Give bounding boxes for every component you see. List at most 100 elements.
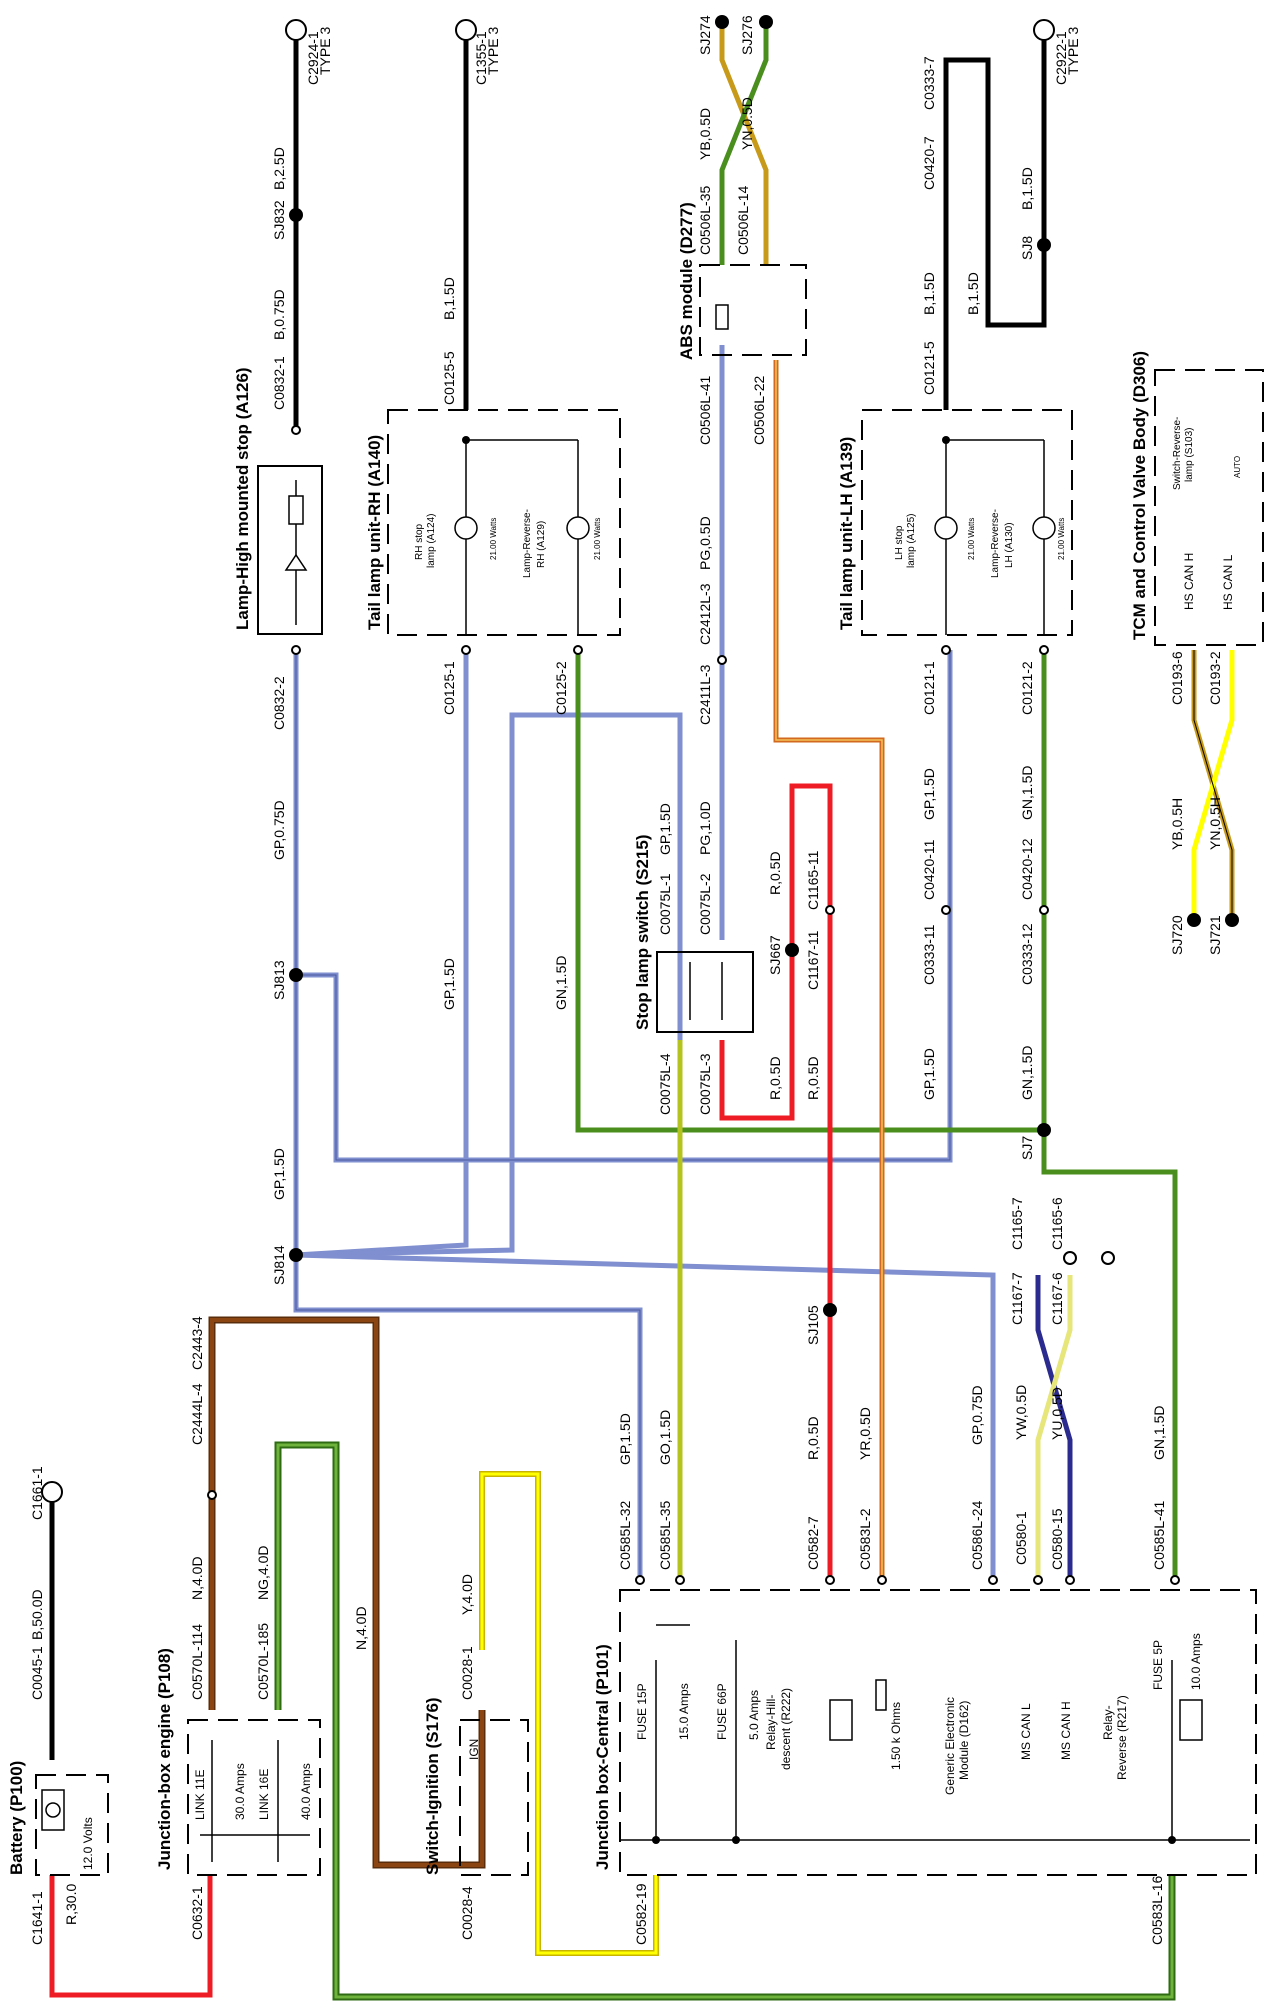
lbl-sj7: SJ7 [1019, 1136, 1035, 1160]
lbl-c0582-7: C0582-7 [805, 1516, 821, 1570]
lbl-sj274: SJ274 [697, 15, 713, 55]
sj814-dot [289, 1248, 303, 1262]
lbl-c1661-1: C1661-1 [29, 1466, 45, 1520]
lbl-c0506l-14: C0506L-14 [735, 186, 751, 255]
lbl-type3-a: TYPE 3 [317, 27, 333, 75]
lbl-sj276: SJ276 [739, 15, 755, 55]
lbl-gn15-d: GN,1.5D [1019, 1046, 1035, 1100]
lbl-pg05: PG,0.5D [697, 516, 713, 570]
lbl-c0075l-1: C0075L-1 [657, 873, 673, 935]
lbl-c0125-1: C0125-1 [441, 661, 457, 715]
lbl-r05-c: R,0.5D [767, 851, 783, 895]
lbl-c2411l-3: C2411L-3 [697, 664, 713, 725]
lbl-c2412l-3: C2412L-3 [697, 583, 713, 645]
sj832-dot [289, 208, 303, 222]
c1355-terminal [455, 19, 477, 41]
lbl-type3-b: TYPE 3 [485, 27, 501, 75]
lbl-gp15-e: GP,1.5D [921, 768, 937, 820]
lbl-b075: B,0.75D [271, 289, 287, 340]
lbl-c0333-7: C0333-7 [921, 56, 937, 110]
fuse-15p: FUSE 15P [635, 1683, 649, 1740]
lbl-c0045-1: C0045-1 [29, 1646, 45, 1700]
lamp-hms-title: Lamp-High mounted stop (A126) [233, 367, 252, 630]
sj721-dot [1225, 913, 1239, 927]
lbl-go15: GO,1.5D [657, 1410, 673, 1465]
lbl-c0125-5: C0125-5 [441, 351, 457, 405]
tcm-title: TCM and Control Valve Body (D306) [1130, 351, 1149, 640]
lh-stop-2: lamp (A125) [906, 514, 917, 568]
battery-box [35, 1774, 109, 1876]
lbl-c0075l-3: C0075L-3 [697, 1053, 713, 1115]
lbl-n4-2: N,4.0D [353, 1606, 369, 1650]
jb-engine-title: Junction-box engine (P108) [155, 1648, 174, 1870]
lbl-yn05: YN,0.5D [739, 97, 755, 150]
link-16e: LINK 16E [257, 1769, 271, 1820]
lbl-c0580-15: C0580-15 [1049, 1508, 1065, 1570]
lbl-r05-a: R,0.5D [805, 1416, 821, 1460]
c1661-terminal [41, 1481, 63, 1503]
rh-stop-2: lamp (A124) [426, 514, 437, 568]
c2924-terminal [285, 19, 307, 41]
lbl-r05-d: R,0.5D [805, 1056, 821, 1100]
lbl-c0583l-16: C0583L-16 [1149, 1876, 1165, 1945]
lbl-sj814: SJ814 [271, 1245, 287, 1285]
lbl-sj8: SJ8 [1019, 236, 1035, 260]
lbl-yw05: YW,0.5D [1013, 1385, 1029, 1440]
rh-stop-1: RH stop [414, 523, 425, 560]
lbl-c0333-12: C0333-12 [1019, 923, 1035, 985]
tail-lh-box [861, 409, 1073, 636]
lbl-gp15-f: GP,1.5D [921, 1048, 937, 1100]
lbl-gn15-a: GN,1.5D [1151, 1406, 1167, 1460]
lbl-c0506l-22: C0506L-22 [751, 376, 767, 445]
rh-rev-watts: 21.00 Watts [593, 518, 602, 560]
battery-title: Battery (P100) [7, 1761, 26, 1875]
relay-rev-1: Relay- [1101, 1705, 1115, 1740]
tail-rh-title: Tail lamp unit-RH (A140) [365, 435, 384, 630]
lbl-gp075-b: GP,0.75D [969, 1385, 985, 1445]
lbl-c0580-1: C0580-1 [1013, 1511, 1029, 1565]
stop-switch-box [656, 951, 754, 1033]
lbl-b50: B,50.0D [29, 1589, 45, 1640]
lbl-c0028-1: C0028-1 [459, 1646, 475, 1700]
c2922-terminal [1033, 19, 1055, 41]
lbl-gp15-a: GP,1.5D [617, 1413, 633, 1465]
lbl-sj720: SJ720 [1169, 915, 1185, 955]
lbl-gp15-b: GP,1.5D [271, 1148, 287, 1200]
lbl-b15-d: B,1.5D [1019, 167, 1035, 210]
jb-central-box [619, 1589, 1257, 1876]
lh-rev-2: LH (A130) [1004, 522, 1015, 568]
tail-lh-title: Tail lamp unit-LH (A139) [837, 437, 856, 630]
lbl-sj813: SJ813 [271, 960, 287, 1000]
lbl-c0570l-114: C0570L-114 [189, 1624, 205, 1700]
ignition-title: Switch-Ignition (S176) [423, 1697, 442, 1875]
lbl-c1165-11: C1165-11 [805, 850, 821, 910]
lbl-yb05: YB,0.5D [697, 108, 713, 160]
lbl-c1641-1: C1641-1 [29, 1891, 45, 1945]
lbl-sj721: SJ721 [1207, 915, 1223, 955]
lbl-pg10: PG,1.0D [697, 801, 713, 855]
lbl-c0075l-2: C0075L-2 [697, 873, 713, 935]
lbl-c0121-2: C0121-2 [1019, 661, 1035, 715]
jb-central-title: Junction box-Central (P101) [593, 1644, 612, 1870]
relay-hill-1: Relay-Hill- [764, 1695, 778, 1750]
ign-label: IGN [467, 1739, 481, 1760]
lbl-c0420-11: C0420-11 [921, 839, 937, 900]
lbl-sj667: SJ667 [767, 935, 783, 975]
link-11e: LINK 11E [193, 1770, 207, 1820]
stop-switch-title: Stop lamp switch (S215) [633, 834, 652, 1030]
lbl-c2924-1: C2924-1 [305, 31, 321, 85]
tcm-switch-1: Switch-Reverse- [1172, 417, 1183, 490]
lbl-c0333-11: C0333-11 [921, 924, 937, 985]
lbl-gp075-a: GP,0.75D [271, 800, 287, 860]
lbl-c0193-6: C0193-6 [1169, 651, 1185, 705]
gem-1: Generic Electronic [943, 1697, 957, 1795]
lbl-c1165-6: C1165-6 [1049, 1197, 1065, 1250]
rh-rev-2: RH (A129) [536, 521, 547, 568]
lh-stop-watts: 21.00 Watts [967, 518, 976, 560]
hs-can-l: HS CAN L [1221, 554, 1235, 610]
abs-title: ABS module (D277) [677, 202, 696, 360]
lbl-c0585l-35: C0585L-35 [657, 1501, 673, 1570]
lbl-c0585l-41: C0585L-41 [1151, 1501, 1167, 1570]
lbl-gn15-b: GN,1.5D [553, 956, 569, 1010]
